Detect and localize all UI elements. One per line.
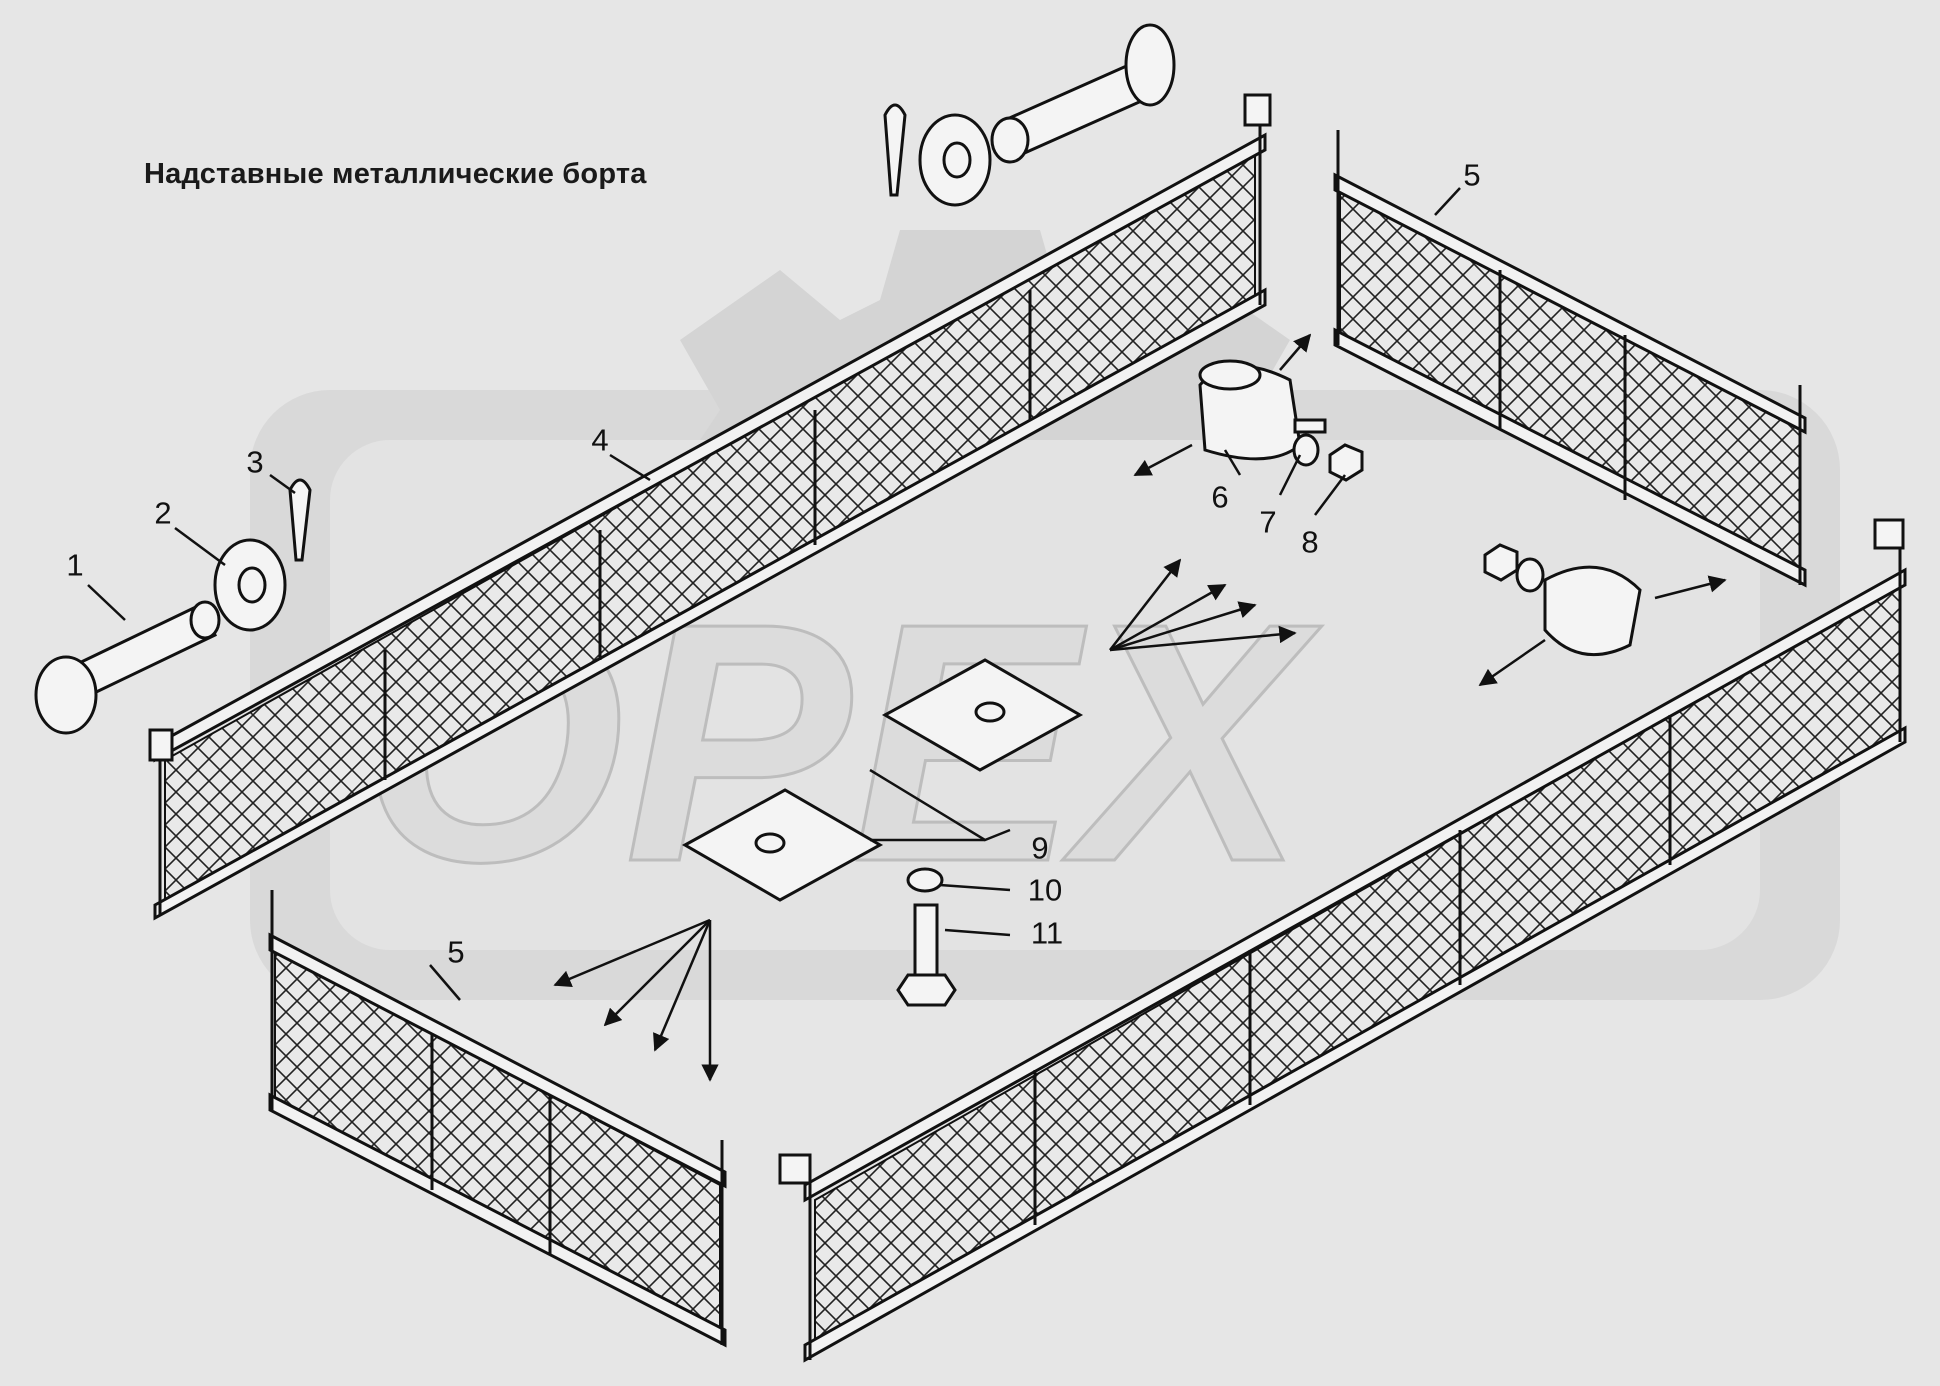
pin-1: [34, 600, 221, 735]
callout-10: 10: [1027, 872, 1063, 908]
callout-4: 4: [591, 422, 609, 458]
callout-9: 9: [1031, 830, 1049, 866]
lock-washer-10: [906, 867, 944, 893]
callout-7: 7: [1259, 504, 1277, 540]
callout-6: 6: [1211, 479, 1229, 515]
bolt-11: [896, 903, 957, 1007]
assembly-arrows: [553, 333, 1727, 1082]
callout-3: 3: [246, 444, 264, 480]
long-side-board-4: [148, 93, 1272, 921]
washer-2: [213, 538, 287, 632]
callout-5-lower: 5: [447, 934, 465, 970]
buffer-right: [1483, 543, 1642, 657]
callout-5-upper: 5: [1463, 157, 1481, 193]
diagram-title: Надставные металлические борта: [144, 158, 647, 190]
pin-top: [883, 23, 1176, 207]
callout-2: 2: [154, 495, 172, 531]
plate-9: [681, 658, 1084, 902]
cotter-pin-3: [288, 478, 312, 562]
leader-lines: [87, 187, 1461, 1001]
long-side-board-front: [778, 518, 1907, 1363]
callout-8: 8: [1301, 524, 1319, 560]
end-board-5-lower: [268, 890, 727, 1348]
end-board-5-upper: [1333, 130, 1807, 588]
buffer-6: [1198, 359, 1327, 461]
callout-1: 1: [66, 547, 84, 583]
callout-11: 11: [1030, 915, 1064, 951]
nut-8: [1328, 443, 1364, 482]
